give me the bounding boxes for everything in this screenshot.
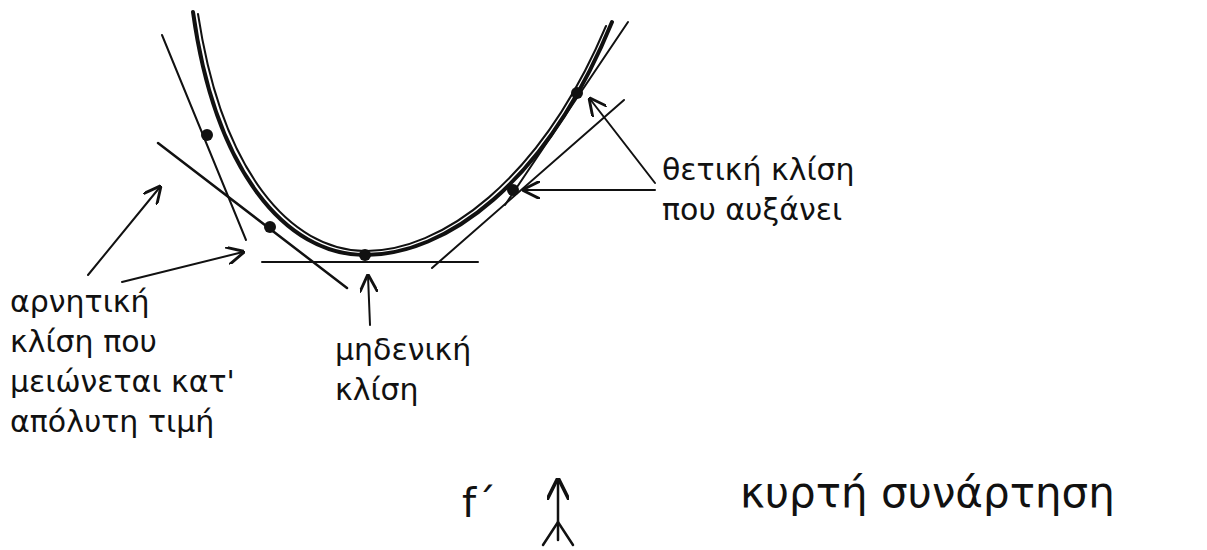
slope-note: αρνητική κλίση που μειώνεται κατ' απόλυτ… <box>10 282 235 442</box>
leader-arrow <box>122 252 243 282</box>
increase-arrow-tail <box>543 522 573 545</box>
tangent-point <box>571 87 583 99</box>
tangent-point <box>507 184 519 196</box>
increase-arrow <box>557 480 560 540</box>
derivative-symbol: f΄ <box>462 478 522 528</box>
tangent-line <box>262 261 478 263</box>
tangent-point <box>264 221 276 233</box>
tangent-point <box>201 129 213 141</box>
slope-note: μηδενική κλίση <box>335 330 500 410</box>
convex-curve-sketch <box>198 14 606 251</box>
leader-arrow <box>88 187 160 275</box>
slope-note: θετική κλίση που αυξάνει <box>662 150 862 230</box>
tangent-point <box>359 249 371 261</box>
leader-arrow <box>590 99 655 183</box>
tangent-line <box>432 100 624 268</box>
tangent-line <box>162 35 246 240</box>
leader-arrow <box>368 276 370 325</box>
caption: κυρτή συνάρτηση <box>740 468 1115 518</box>
tangent-line <box>505 22 628 205</box>
leader-arrow <box>524 189 655 191</box>
